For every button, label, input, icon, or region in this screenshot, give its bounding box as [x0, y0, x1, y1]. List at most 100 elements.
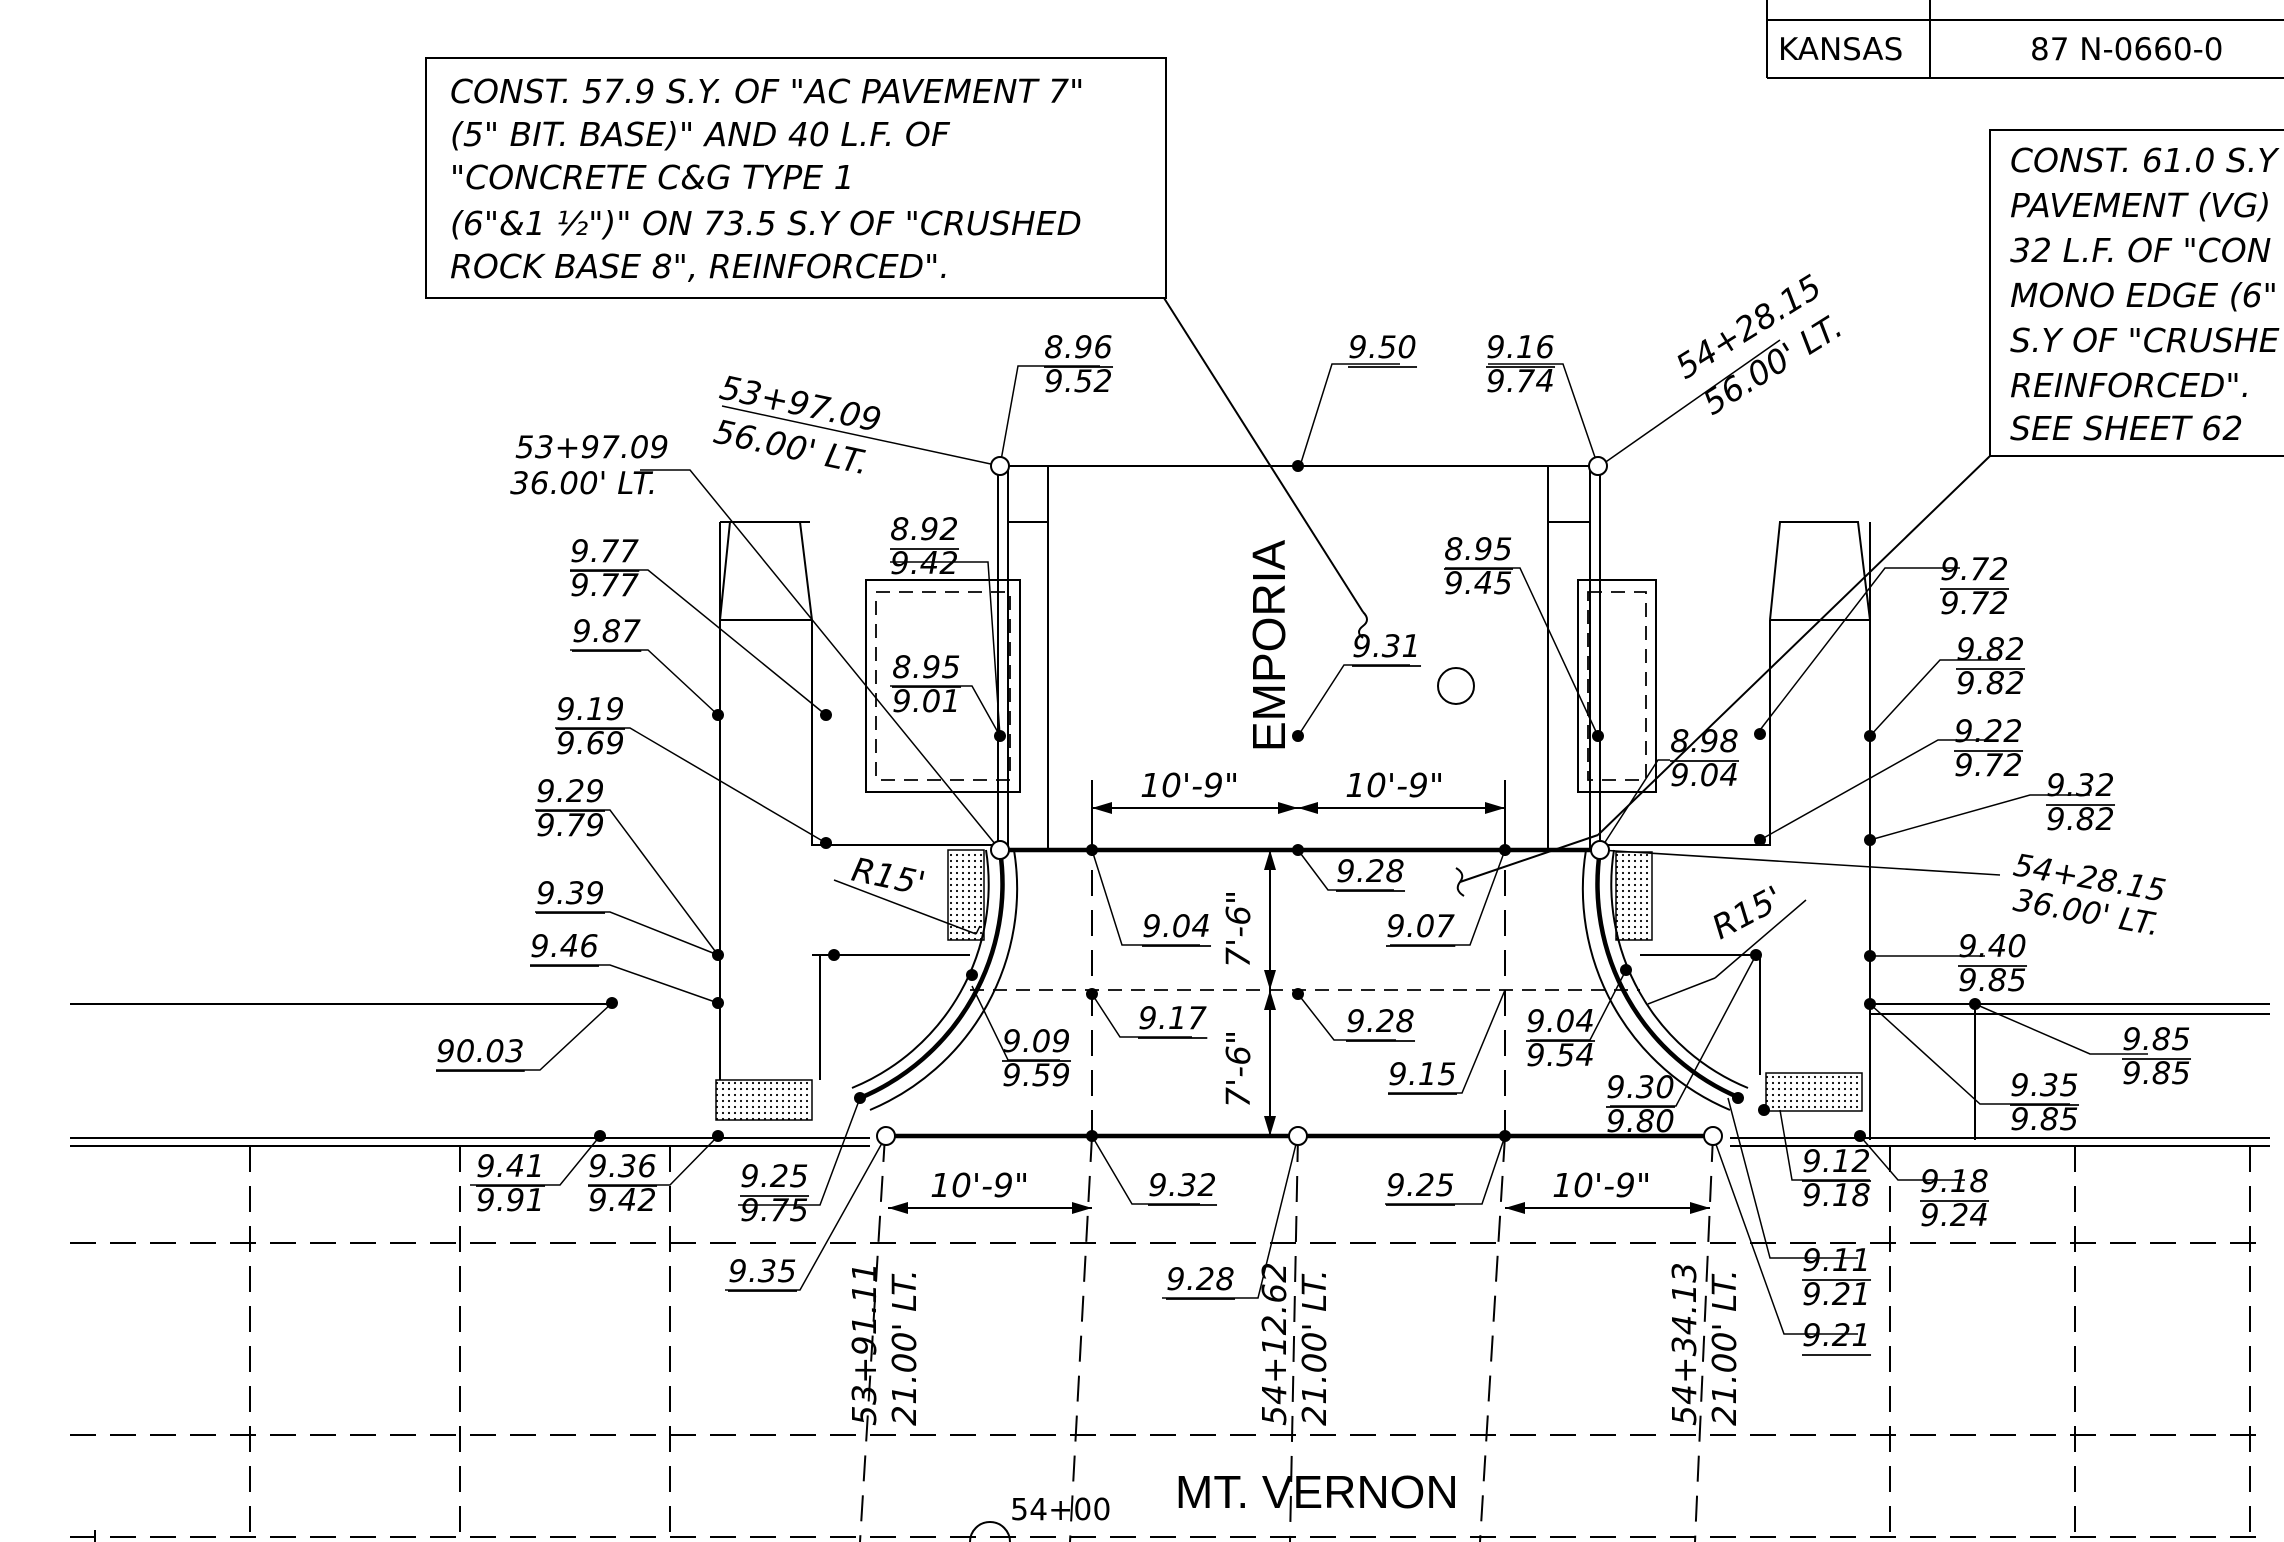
note-left-line-2: (5" BIT. BASE)" AND 40 L.F. OF [450, 115, 951, 154]
note-right-line-1: CONST. 61.0 S.Y [2010, 141, 2280, 180]
elev-e20: 9.28 [1336, 854, 1405, 890]
elev-e30: 9.25 [1386, 1168, 1455, 1204]
dim-r2: R15' [1705, 878, 1789, 947]
elev-e37b: 9.85 [2122, 1056, 2191, 1092]
elev-e19b: 9.04 [1670, 758, 1739, 794]
elev-e09b: 9.79 [536, 808, 605, 844]
station-s2a: 53+97.09 [515, 430, 669, 466]
station-labels: 53+97.09 56.00' LT. 53+97.09 36.00' LT. … [510, 267, 2169, 1426]
elev-e12: 90.03 [436, 1034, 525, 1070]
note-right-line-2: PAVEMENT (VG) [2010, 186, 2271, 225]
elev-e39b: 9.18 [1802, 1178, 1871, 1214]
dim-v2: 7'-6" [1219, 1030, 1258, 1108]
station-s6b: 21.00' LT. [1295, 1269, 1334, 1426]
elev-e26: 9.15 [1388, 1057, 1457, 1093]
elev-e02: 9.50 [1348, 330, 1417, 366]
elev-e05b: 9.01 [892, 684, 961, 720]
elev-e41a: 9.11 [1802, 1243, 1871, 1279]
elev-e08b: 9.69 [556, 726, 625, 762]
elev-e17: 9.31 [1352, 629, 1421, 665]
survey-points [594, 456, 1981, 1146]
note-right-line-7: SEE SHEET 62 [2010, 409, 2243, 448]
elevation-labels: 8.96 9.52 9.50 9.16 9.74 8.92 9.42 8.95 … [436, 330, 2191, 1354]
elev-e29: 9.32 [1148, 1168, 1217, 1204]
elev-e03a: 9.16 [1486, 330, 1555, 366]
elev-e15a: 9.25 [740, 1159, 809, 1195]
station-s5a: 53+91.11 [845, 1262, 884, 1426]
elev-e11: 9.46 [530, 929, 599, 965]
note-box-left: CONST. 57.9 S.Y. OF "AC PAVEMENT 7" (5" … [425, 57, 1167, 299]
note-right-line-6: REINFORCED". [2010, 366, 2251, 405]
note-box-right: CONST. 61.0 S.Y PAVEMENT (VG) 32 L.F. OF… [1989, 129, 2284, 457]
elev-e36a: 9.40 [1958, 929, 2027, 965]
dim-r1: R15' [848, 850, 928, 904]
elev-e01a: 8.96 [1044, 330, 1113, 366]
note-left-line-5: ROCK BASE 8", REINFORCED". [450, 247, 950, 286]
dim-d1: 10'-9" [1140, 766, 1239, 805]
elev-e18b: 9.45 [1444, 566, 1513, 602]
street-name-south: MT. VERNON [1175, 1466, 1459, 1518]
note-right-line-3: 32 L.F. OF "CON [2010, 231, 2271, 270]
station-s7b: 21.00' LT. [1705, 1269, 1744, 1426]
elev-e06b: 9.77 [570, 568, 639, 604]
elev-e01b: 9.52 [1044, 364, 1113, 400]
elev-e14a: 9.36 [588, 1149, 657, 1185]
street-name-north: EMPORIA [1243, 540, 1295, 752]
elev-e35b: 9.82 [2046, 802, 2115, 838]
elev-e24a: 9.09 [1002, 1024, 1071, 1060]
title-block-project: 87 N-0660-0 [2030, 32, 2223, 68]
elev-e40a: 9.18 [1920, 1164, 1989, 1200]
note-right-line-5: S.Y OF "CRUSHE [2010, 321, 2280, 360]
elev-e04a: 8.92 [890, 512, 959, 548]
title-block: KANSAS 87 N-0660-0 [1766, 0, 2284, 79]
elev-e18a: 8.95 [1444, 532, 1513, 568]
elev-e40b: 9.24 [1920, 1198, 1989, 1234]
elev-e38a: 9.35 [2010, 1068, 2079, 1104]
elev-e05a: 8.95 [892, 650, 961, 686]
note-left-line-4: (6"&1 ½")" ON 73.5 S.Y OF "CRUSHED [450, 204, 1082, 243]
station-mark-label: 54+00 [1010, 1493, 1111, 1528]
elev-e32b: 9.72 [1940, 586, 2009, 622]
leader-lines [436, 339, 2148, 1335]
dim-d2: 10'-9" [1345, 766, 1444, 805]
elev-e33b: 9.82 [1956, 666, 2025, 702]
elev-e42: 9.21 [1802, 1318, 1871, 1354]
note-left-line-1: CONST. 57.9 S.Y. OF "AC PAVEMENT 7" [450, 72, 1084, 111]
elev-e13a: 9.41 [476, 1149, 545, 1185]
elev-e37a: 9.85 [2122, 1022, 2191, 1058]
elev-e36b: 9.85 [1958, 963, 2027, 999]
elev-e23: 9.17 [1138, 1001, 1207, 1037]
elev-e25: 9.28 [1346, 1004, 1415, 1040]
station-s7a: 54+34.13 [1665, 1262, 1704, 1426]
elevation-underlines [436, 366, 2192, 1356]
station-s5b: 21.00' LT. [885, 1269, 924, 1426]
elev-e28b: 9.80 [1606, 1104, 1675, 1140]
elev-e39a: 9.12 [1802, 1144, 1871, 1180]
dim-v1: 7'-6" [1219, 890, 1258, 968]
elev-e27a: 9.04 [1526, 1004, 1595, 1040]
elev-e08a: 9.19 [556, 692, 625, 728]
elev-e07: 9.87 [572, 614, 641, 650]
elev-e15b: 9.75 [740, 1193, 809, 1229]
elev-e32a: 9.72 [1940, 552, 2009, 588]
note-right-line-4: MONO EDGE (6" [2010, 276, 2278, 315]
elev-e33a: 9.82 [1956, 632, 2025, 668]
elev-e19a: 8.98 [1670, 724, 1739, 760]
station-s6a: 54+12.62 [1255, 1262, 1294, 1426]
elev-e13b: 9.91 [476, 1183, 545, 1219]
elev-e14b: 9.42 [588, 1183, 657, 1219]
station-s2b: 36.00' LT. [510, 466, 657, 502]
elev-e22: 9.04 [1142, 909, 1211, 945]
elev-e24b: 9.59 [1002, 1058, 1071, 1094]
dim-d3: 10'-9" [930, 1166, 1029, 1205]
elev-e31: 9.28 [1166, 1262, 1235, 1298]
note-left-line-3: "CONCRETE C&G TYPE 1 [450, 158, 855, 197]
elev-e41b: 9.21 [1802, 1277, 1871, 1313]
elev-e27b: 9.54 [1526, 1038, 1595, 1074]
elev-e21: 9.07 [1386, 909, 1455, 945]
elev-e34b: 9.72 [1954, 748, 2023, 784]
plan-linework [70, 465, 2270, 1542]
elev-e16: 9.35 [728, 1254, 797, 1290]
title-block-state: KANSAS [1778, 32, 1903, 68]
